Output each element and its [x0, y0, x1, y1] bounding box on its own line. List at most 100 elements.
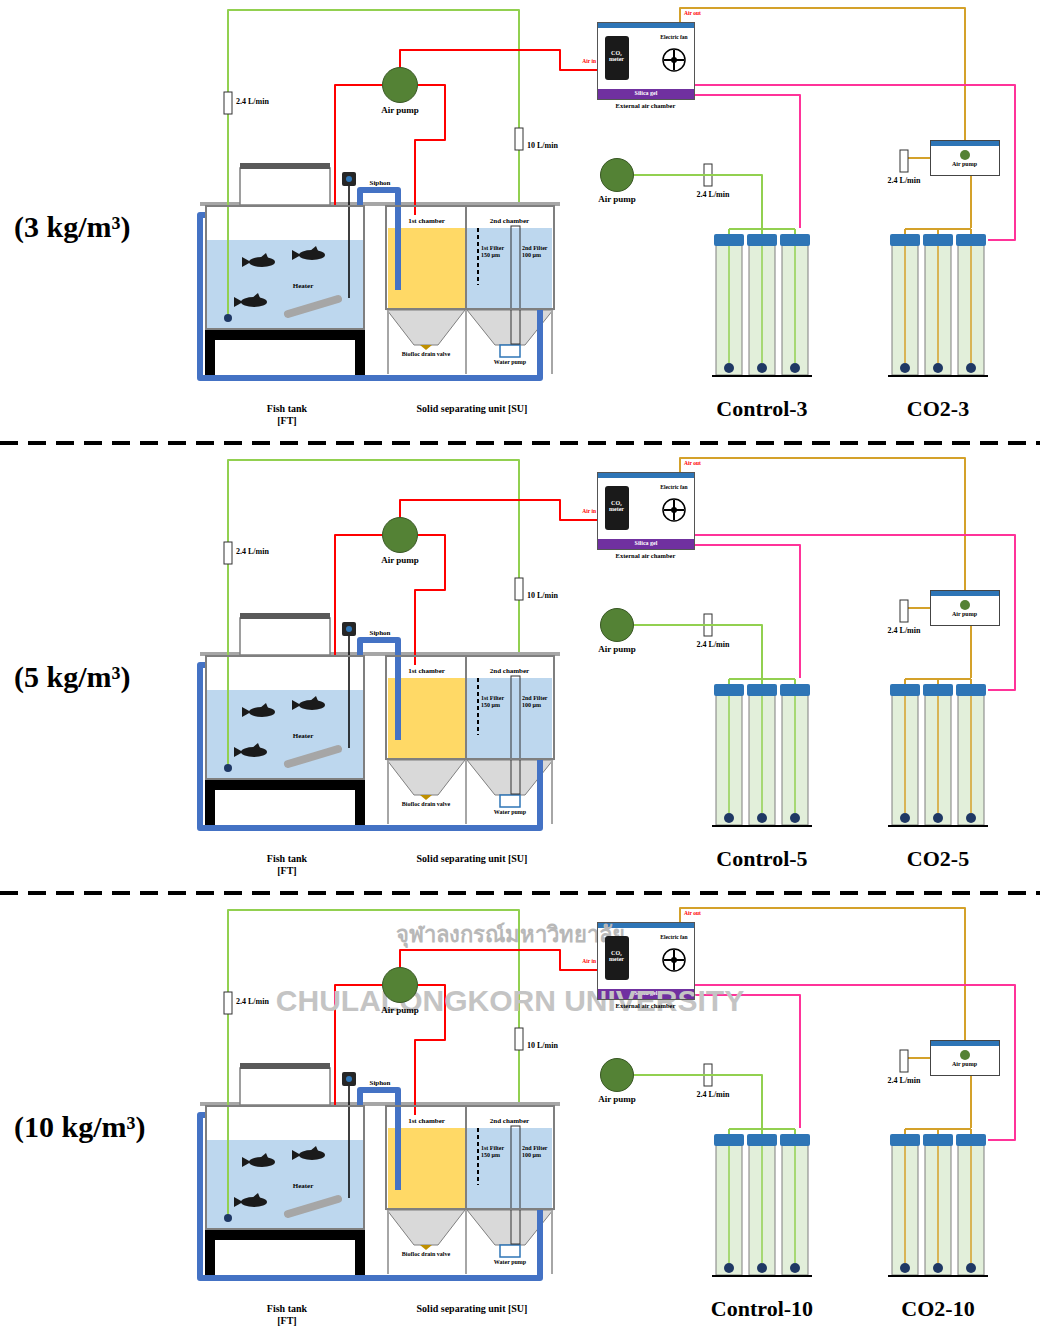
air-stone: [224, 314, 232, 322]
stand-leg: [355, 1230, 365, 1276]
chamber: 2nd chamber: [467, 1115, 552, 1210]
part-label: Electric fan: [655, 934, 693, 940]
filter-100: [511, 676, 520, 794]
distribution-line: [794, 229, 796, 234]
heater-controller: [342, 1072, 356, 1086]
pipe-connector: [360, 1090, 398, 1105]
distribution-line: [937, 229, 939, 234]
air-pump: Air pump: [600, 158, 634, 192]
node-label: Solid separating unit [SU]: [412, 403, 532, 415]
part-label: 2.4 L/min: [683, 640, 743, 649]
node-label: External air chamber: [587, 1002, 705, 1009]
pump-box: Air pump: [930, 140, 1000, 176]
node-label: Air pump: [931, 1061, 998, 1068]
settling-cone: [387, 310, 465, 345]
column-cap: [923, 684, 953, 696]
tank-stand: [205, 330, 365, 340]
fish-fin: [260, 253, 268, 258]
culture-column: [716, 1144, 742, 1275]
air-stone: [933, 1263, 943, 1273]
column-cap: [923, 1134, 953, 1146]
aeration-tube: [904, 246, 906, 363]
tank-water: [207, 240, 363, 329]
air-stone: [757, 813, 767, 823]
air-line: [227, 1014, 229, 1216]
treatment-group: CO2-5: [888, 678, 988, 828]
edge-label: Siphon: [360, 179, 400, 187]
air-pump: Air pump: [382, 67, 418, 103]
treatment-group: CO2-3: [888, 228, 988, 378]
part-label: Water pump: [490, 809, 530, 816]
filter-150: [477, 678, 479, 735]
aeration-tube: [904, 1146, 906, 1263]
column-cap: [890, 1134, 920, 1146]
node-label: Air pump: [360, 1005, 440, 1015]
node-label: Air pump: [577, 644, 657, 654]
watermark: CHULALONGKORN UNIVERSITY: [180, 984, 840, 1019]
culture-column: [925, 694, 951, 825]
pipe-connector: [680, 458, 965, 590]
unit-leg: [387, 760, 389, 824]
gas-line: [908, 607, 930, 609]
pipe-connector: [415, 535, 445, 665]
fish-body: [249, 257, 275, 267]
electric-fan: [663, 949, 685, 971]
drain-valve: [420, 795, 432, 800]
drain-valve: [420, 345, 432, 350]
distribution-line: [794, 1129, 796, 1134]
node-label: Fish tank [FT]: [257, 853, 317, 876]
panel-title: (5 kg/m³): [14, 660, 204, 695]
controller-light: [346, 626, 352, 632]
chamber: 1st chamber: [388, 1115, 465, 1210]
chamber: 1st chamber: [388, 665, 465, 760]
co2-meter: CO₂ meter: [605, 936, 629, 980]
column-cap: [747, 684, 777, 696]
aeration-tube: [970, 246, 972, 363]
part-label: Silica gel: [610, 540, 682, 547]
part-label: 1st Filter 150 μm: [481, 1145, 511, 1159]
culture-column: [782, 694, 808, 825]
part-label: Air out: [684, 460, 714, 466]
aeration-tube: [794, 1146, 796, 1263]
aeration-tube: [937, 246, 939, 363]
culture-column: [892, 244, 918, 375]
node-label: 1st chamber: [388, 1117, 465, 1125]
distribution-line: [728, 229, 730, 234]
water-pump: [500, 795, 520, 807]
node-label: Fish tank [FT]: [257, 1303, 317, 1326]
heater-cable: [348, 636, 350, 748]
culture-column: [749, 694, 775, 825]
part-label: 2.4 L/min: [236, 547, 296, 556]
distribution-line: [970, 679, 972, 684]
fish-fin: [252, 1193, 260, 1198]
part-label: Electric fan: [655, 34, 693, 40]
flowmeter: [900, 150, 908, 172]
fish-fin: [260, 703, 268, 708]
air-stone: [966, 363, 976, 373]
node-label: Fish tank [FT]: [257, 403, 317, 426]
node-label: Solid separating unit [SU]: [412, 1303, 532, 1315]
node-label: 1st chamber: [388, 217, 465, 225]
electric-fan: [663, 49, 685, 71]
air-line: [227, 114, 229, 316]
aeration-tube: [761, 246, 763, 363]
column-cap: [747, 234, 777, 246]
column-cap: [780, 1134, 810, 1146]
column-cap: [890, 234, 920, 246]
fish-tail: [292, 700, 301, 710]
fish-body: [241, 747, 267, 757]
fish-fin: [310, 246, 318, 251]
filter-150: [477, 1128, 479, 1185]
air-pump: Air pump: [382, 517, 418, 553]
column-base: [712, 825, 812, 827]
node-label: Air pump: [360, 555, 440, 565]
fan-hub: [671, 957, 677, 963]
node-label: External air chamber: [587, 102, 705, 109]
chamber-divider: [465, 1107, 467, 1210]
unit-leg: [387, 310, 389, 374]
node-label: 2nd chamber: [467, 1117, 552, 1125]
pipe-connector: [634, 175, 762, 228]
air-stone: [757, 1263, 767, 1273]
part-label: Heater: [282, 282, 324, 290]
